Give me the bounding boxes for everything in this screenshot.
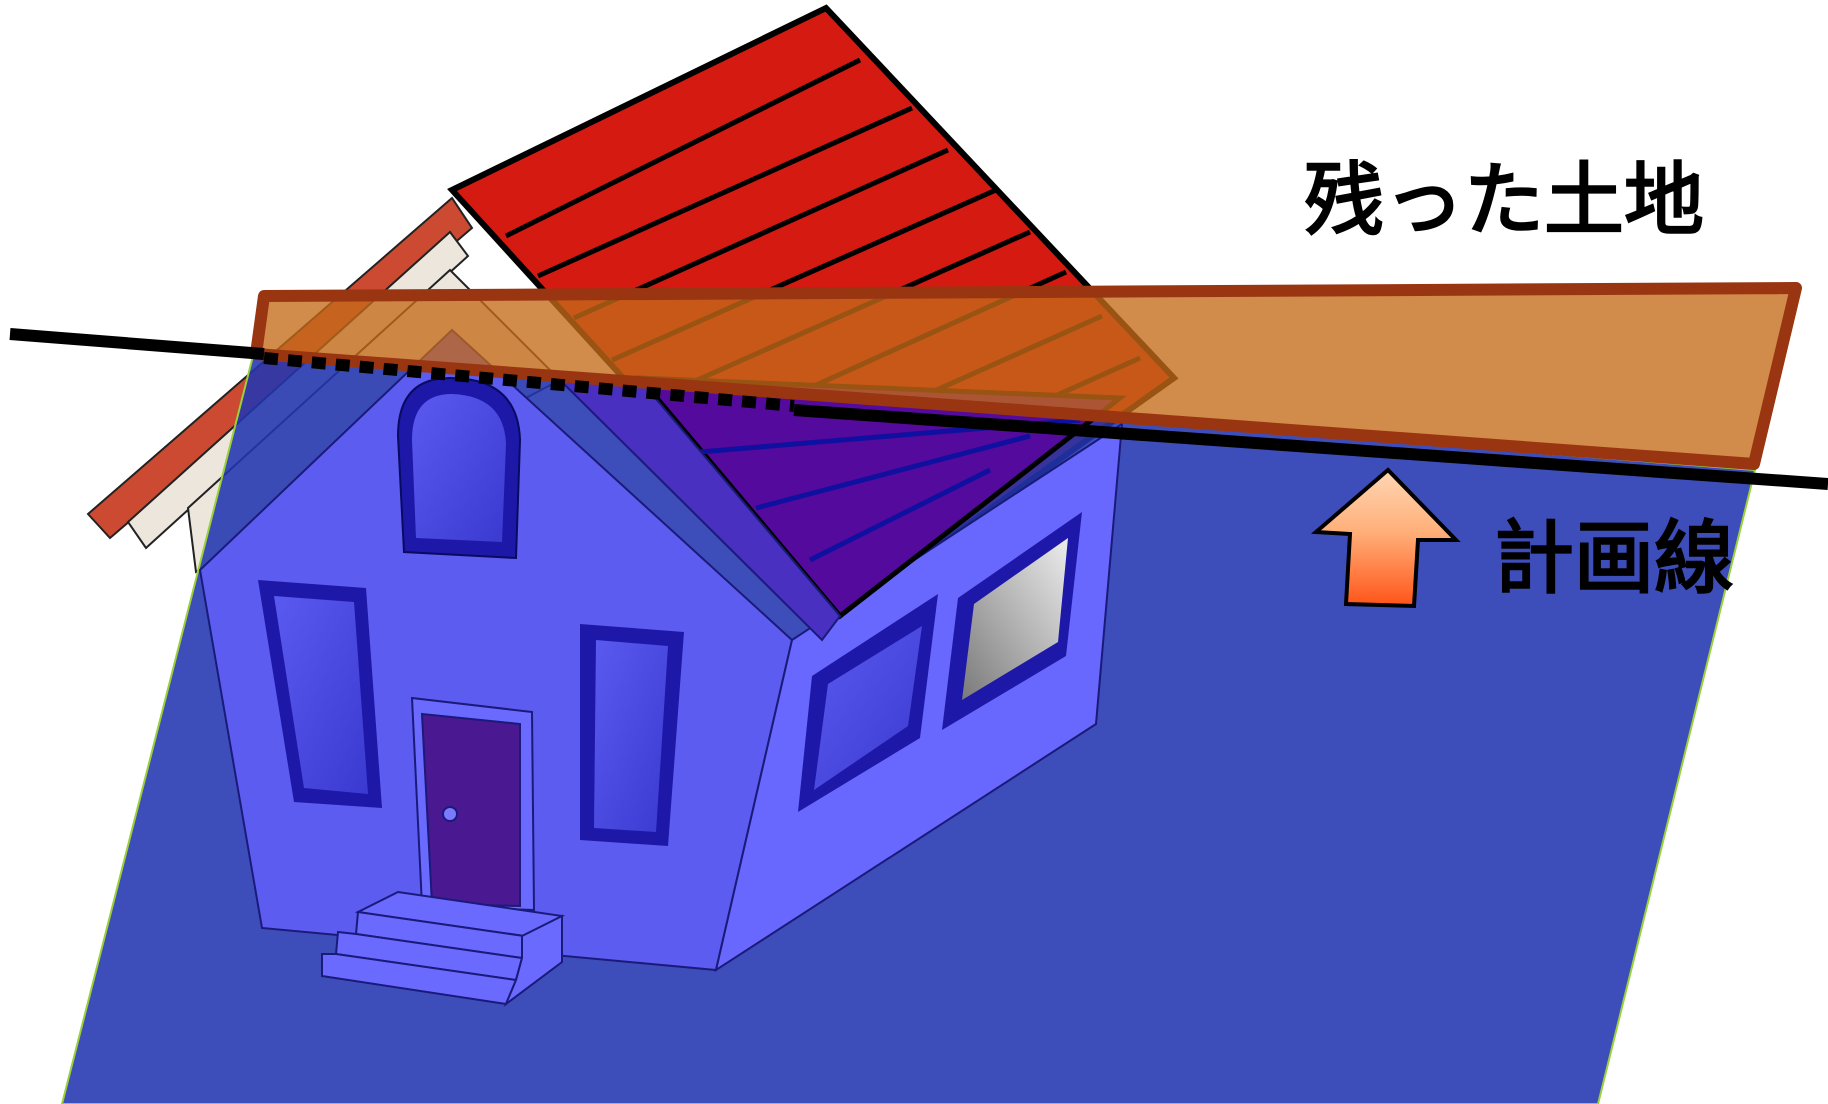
up-arrow-icon <box>1310 467 1461 609</box>
door-knob <box>442 806 458 822</box>
steps <box>321 890 566 1007</box>
side-window-right-glass <box>962 538 1068 700</box>
attic-window-glass <box>412 394 506 542</box>
right-window-glass <box>594 640 668 832</box>
house-body <box>198 328 1127 1007</box>
planning-line-label: 計画線 <box>1494 512 1734 605</box>
remaining-land-strip <box>250 282 1802 470</box>
planning-line <box>9 328 1828 490</box>
door <box>420 712 521 908</box>
side-window-left-glass <box>814 626 922 790</box>
remaining-land-label: 残った土地 <box>1304 154 1704 247</box>
left-window-glass <box>274 596 368 794</box>
